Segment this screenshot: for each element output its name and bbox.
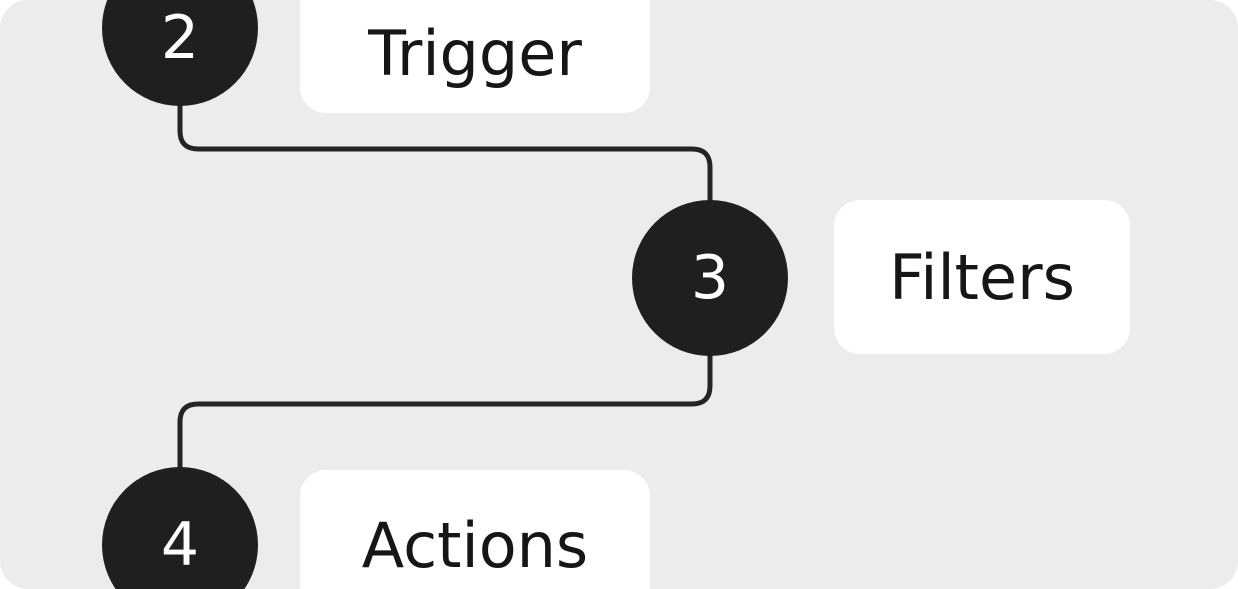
step-number-2: 2 <box>160 3 200 73</box>
step-node-3[interactable]: 3 <box>632 200 788 356</box>
step-label-trigger[interactable]: Trigger <box>300 0 650 113</box>
step-label-actions[interactable]: Actions <box>300 470 650 589</box>
step-label-actions-text: Actions <box>361 508 589 582</box>
step-number-3: 3 <box>690 243 730 313</box>
step-node-4[interactable]: 4 <box>102 467 258 589</box>
step-node-2[interactable]: 2 <box>102 0 258 106</box>
step-number-4: 4 <box>160 510 200 580</box>
step-label-trigger-text: Trigger <box>368 17 582 90</box>
step-label-filters-text: Filters <box>889 240 1075 314</box>
connector-trigger-to-filters <box>177 99 713 207</box>
step-label-filters[interactable]: Filters <box>834 200 1130 354</box>
connector-filters-to-actions <box>177 349 713 474</box>
